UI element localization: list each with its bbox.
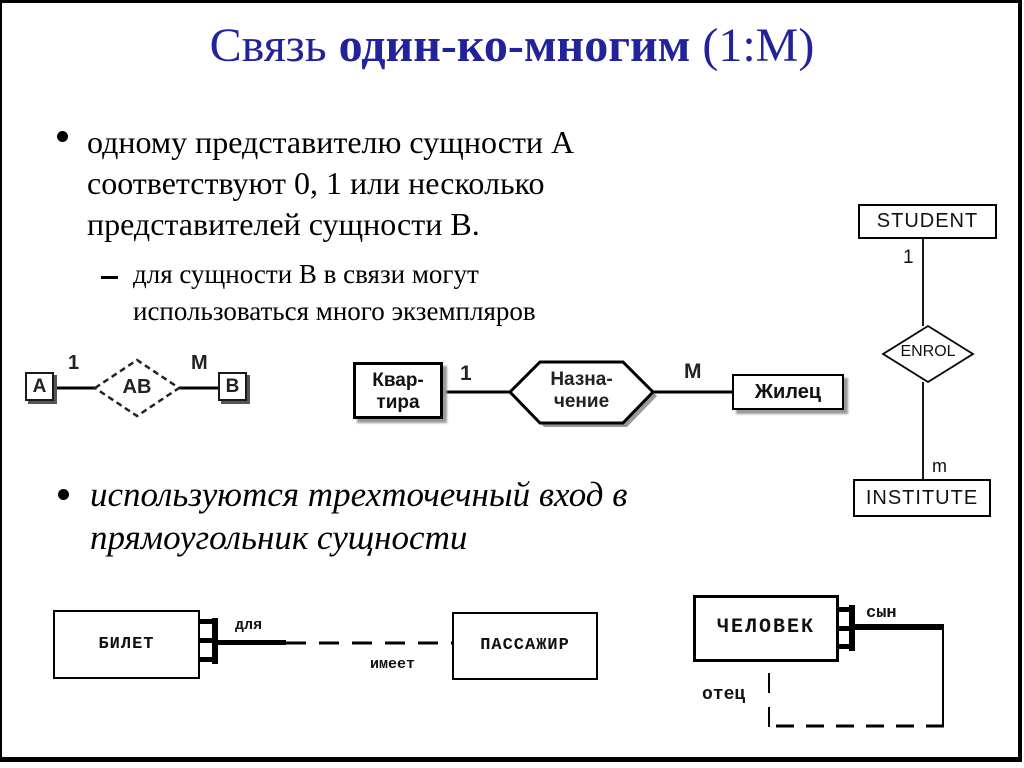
- cardinality-many: M: [684, 360, 702, 383]
- thick-connector-line: [853, 624, 944, 630]
- entity-ticket-label: БИЛЕТ: [98, 635, 155, 654]
- three-point-prong: [200, 619, 214, 624]
- relation-diamond-dashed: [92, 358, 182, 418]
- bullet2-marker: [58, 489, 69, 500]
- three-point-prong: [200, 638, 214, 643]
- entity-flat-label: тира: [376, 392, 420, 413]
- role-label-for: для: [235, 617, 263, 634]
- three-point-prong: [839, 607, 851, 612]
- bullet1-line: соответствуют 0, 1 или несколько: [87, 165, 545, 201]
- title-prefix: Связь: [209, 19, 339, 72]
- diagram-student-institute: STUDENT 1 ENROL m INSTITUTE: [845, 195, 1010, 527]
- cardinality-many: m: [932, 456, 947, 476]
- diagram-student-lines: [881, 239, 975, 479]
- subbullet-line: использоваться много экземпляров: [133, 296, 536, 326]
- diagram-ticket-passenger: БИЛЕТ для имеет ПАССАЖИР: [50, 605, 610, 690]
- entity-b-box: B: [218, 372, 247, 401]
- diagram-flat-tenant: Квар- тира 1 Назна- чение M Жилец: [348, 355, 858, 435]
- cardinality-one: 1: [460, 362, 472, 385]
- entity-flat-label: Квар-: [372, 370, 424, 391]
- three-point-bar: [849, 605, 855, 651]
- subbullet-line: для сущности В в связи могут: [133, 259, 479, 289]
- thick-connector-line: [216, 640, 286, 645]
- entity-student-label: STUDENT: [876, 210, 979, 232]
- role-label-father: отец: [702, 685, 746, 705]
- entity-passenger-label: ПАССАЖИР: [480, 636, 570, 655]
- cardinality-many: M: [191, 352, 208, 374]
- diagram-person-lines: [768, 630, 944, 728]
- bullet2-text: используются трехточечный вход в прямоуг…: [90, 473, 627, 559]
- role-label-has: имеет: [370, 656, 416, 673]
- entity-a-box: A: [25, 372, 54, 401]
- entity-tenant-box: Жилец: [732, 374, 844, 410]
- relation-assignment-line: Назна-: [550, 369, 613, 390]
- diagram-flat-lines: [443, 360, 732, 427]
- diagram-a-ab-b-lines: [54, 358, 219, 418]
- bullet1-line: представителей сущности В.: [87, 206, 480, 242]
- relation-assignment-label: Назна- чение: [510, 369, 653, 413]
- bullet1-line: одному представителю сущности А: [87, 124, 575, 160]
- slide-title: Связь один-ко-многим (1:М): [0, 14, 1024, 78]
- subbullet-marker: [101, 276, 118, 279]
- three-point-prong: [839, 626, 851, 631]
- diagram-a-ab-b: A 1 AB M B: [20, 350, 260, 428]
- entity-ticket-box: БИЛЕТ: [53, 610, 200, 679]
- title-suffix: (1:М): [690, 19, 815, 72]
- entity-person-box: ЧЕЛОВЕК: [693, 595, 839, 662]
- title-bold: один-ко-многим: [338, 19, 691, 72]
- entity-passenger-box: ПАССАЖИР: [452, 612, 598, 680]
- diagram-ticket-lines: [286, 641, 452, 645]
- entity-tenant-label: Жилец: [754, 381, 822, 403]
- bullet2-line: прямоугольник сущности: [90, 518, 468, 557]
- entity-b-label: B: [225, 376, 240, 397]
- three-point-prong: [200, 657, 214, 662]
- role-label-son: сын: [866, 604, 897, 623]
- bullet1-marker: [57, 131, 68, 142]
- three-point-prong: [839, 644, 851, 649]
- subbullet-text: для сущности В в связи могут использоват…: [133, 256, 536, 330]
- relation-assignment-line: чение: [553, 391, 610, 412]
- entity-institute-box: INSTITUTE: [853, 479, 991, 517]
- relation-diamond: [881, 324, 975, 384]
- entity-student-box: STUDENT: [858, 204, 997, 239]
- cardinality-one: 1: [903, 247, 914, 268]
- bullet1-text: одному представителю сущности А соответс…: [87, 122, 574, 245]
- bullet2-line: используются трехточечный вход в: [90, 475, 628, 514]
- relation-enrol-label: ENROL: [900, 343, 956, 360]
- relation-ab-label: AB: [122, 376, 152, 398]
- diagram-person-recursive: ЧЕЛОВЕК сын отец: [685, 590, 965, 738]
- cardinality-one: 1: [68, 352, 80, 374]
- three-point-bar: [212, 618, 218, 664]
- entity-person-label: ЧЕЛОВЕК: [716, 616, 815, 639]
- entity-a-label: A: [32, 376, 47, 397]
- entity-flat-box: Квар- тира: [353, 362, 443, 419]
- entity-institute-label: INSTITUTE: [865, 487, 979, 509]
- relation-hexagon: [507, 360, 656, 425]
